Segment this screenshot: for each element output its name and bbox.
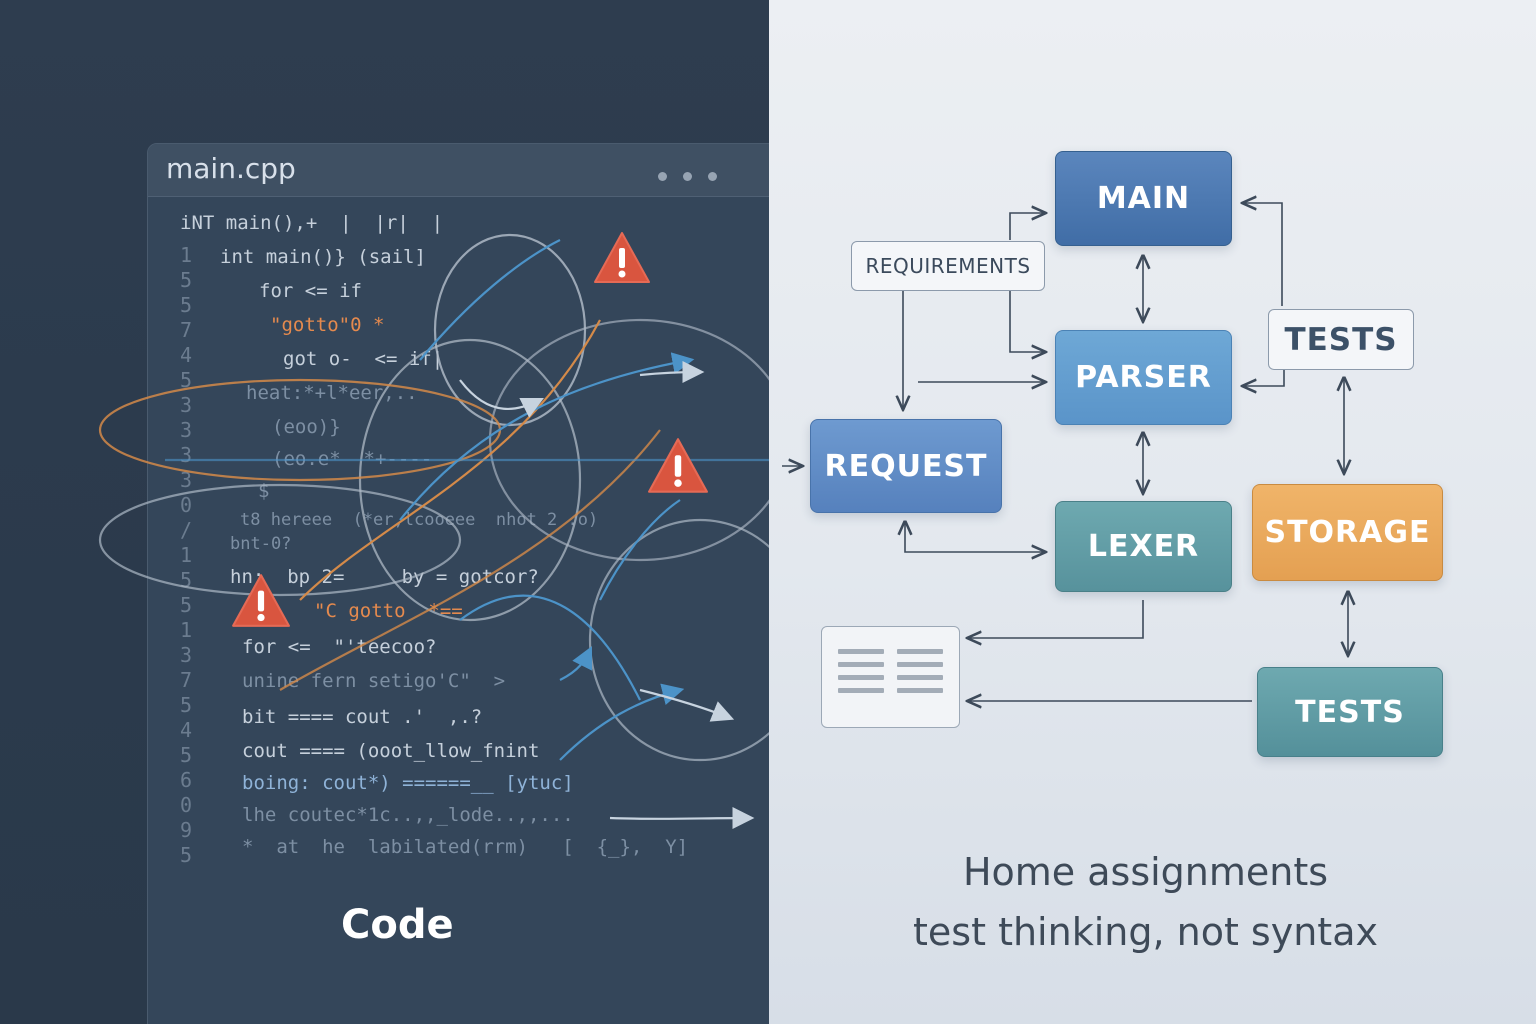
- code-line: * at he labilated(rrm) [ {_}, Y]: [242, 836, 689, 858]
- lexer-node[interactable]: LEXER: [1055, 501, 1232, 592]
- parser-node[interactable]: PARSER: [1055, 330, 1232, 425]
- code-caption: Code: [341, 902, 454, 948]
- slogan-line-1: Home assignments: [962, 850, 1329, 894]
- warning-icon: [648, 438, 708, 493]
- code-panel: main.cpp 1 5 5 7 4 5 3 3 3 3 0 / 1 5 5 1…: [0, 0, 769, 1024]
- tangled-control-flow-lines: [98, 233, 769, 830]
- code-line: bnt-0?: [230, 534, 292, 554]
- code-line: heat:*+l*eer,..: [246, 382, 418, 404]
- document-icon: [821, 626, 960, 728]
- warning-icon: [232, 574, 290, 627]
- code-line: bit ==== cout .' ,.?: [242, 706, 483, 728]
- code-line: $: [258, 480, 270, 502]
- slogan-line-2: test thinking, not syntax: [913, 910, 1378, 954]
- code-line: (eoo)}: [272, 416, 341, 438]
- file-tab-title[interactable]: main.cpp: [166, 152, 296, 185]
- code-line: int main()} (sail]: [220, 246, 426, 268]
- code-line: lhe coutec*1c..,,_lode..,,...: [242, 804, 574, 826]
- main-node[interactable]: MAIN: [1055, 151, 1232, 246]
- code-line: cout ==== (ooot_llow_fnint: [242, 740, 540, 762]
- code-line: for <= "'teecoo?: [242, 636, 437, 658]
- tests-label: TESTS: [1268, 309, 1414, 370]
- window-menu-dots-icon[interactable]: [658, 166, 733, 185]
- code-editor-window: main.cpp: [147, 143, 769, 1024]
- tests-node[interactable]: TESTS: [1257, 667, 1443, 757]
- storage-node[interactable]: STORAGE: [1252, 484, 1443, 581]
- requirements-label: REQUIREMENTS: [851, 241, 1045, 291]
- code-line: "C gotto *==: [314, 600, 463, 622]
- code-line: hn: bp 2= by = gotcor?: [230, 566, 539, 588]
- editor-title-bar: main.cpp: [148, 144, 769, 197]
- code-line: iNT main(),+ | |r| |: [180, 212, 444, 234]
- code-line: t8 hereee (*er,lcooeee nhot 2 .o): [240, 510, 599, 530]
- code-line: "gotto"0 *: [270, 314, 385, 336]
- code-line: boing: cout*) ======__ [ytuc]: [242, 772, 574, 794]
- slogan-caption: Home assignments test thinking, not synt…: [868, 842, 1423, 962]
- code-line: for <= if: [259, 280, 362, 302]
- request-node[interactable]: REQUEST: [810, 419, 1002, 513]
- warning-icon: [594, 232, 650, 283]
- code-line: got o- <= if|: [283, 348, 444, 370]
